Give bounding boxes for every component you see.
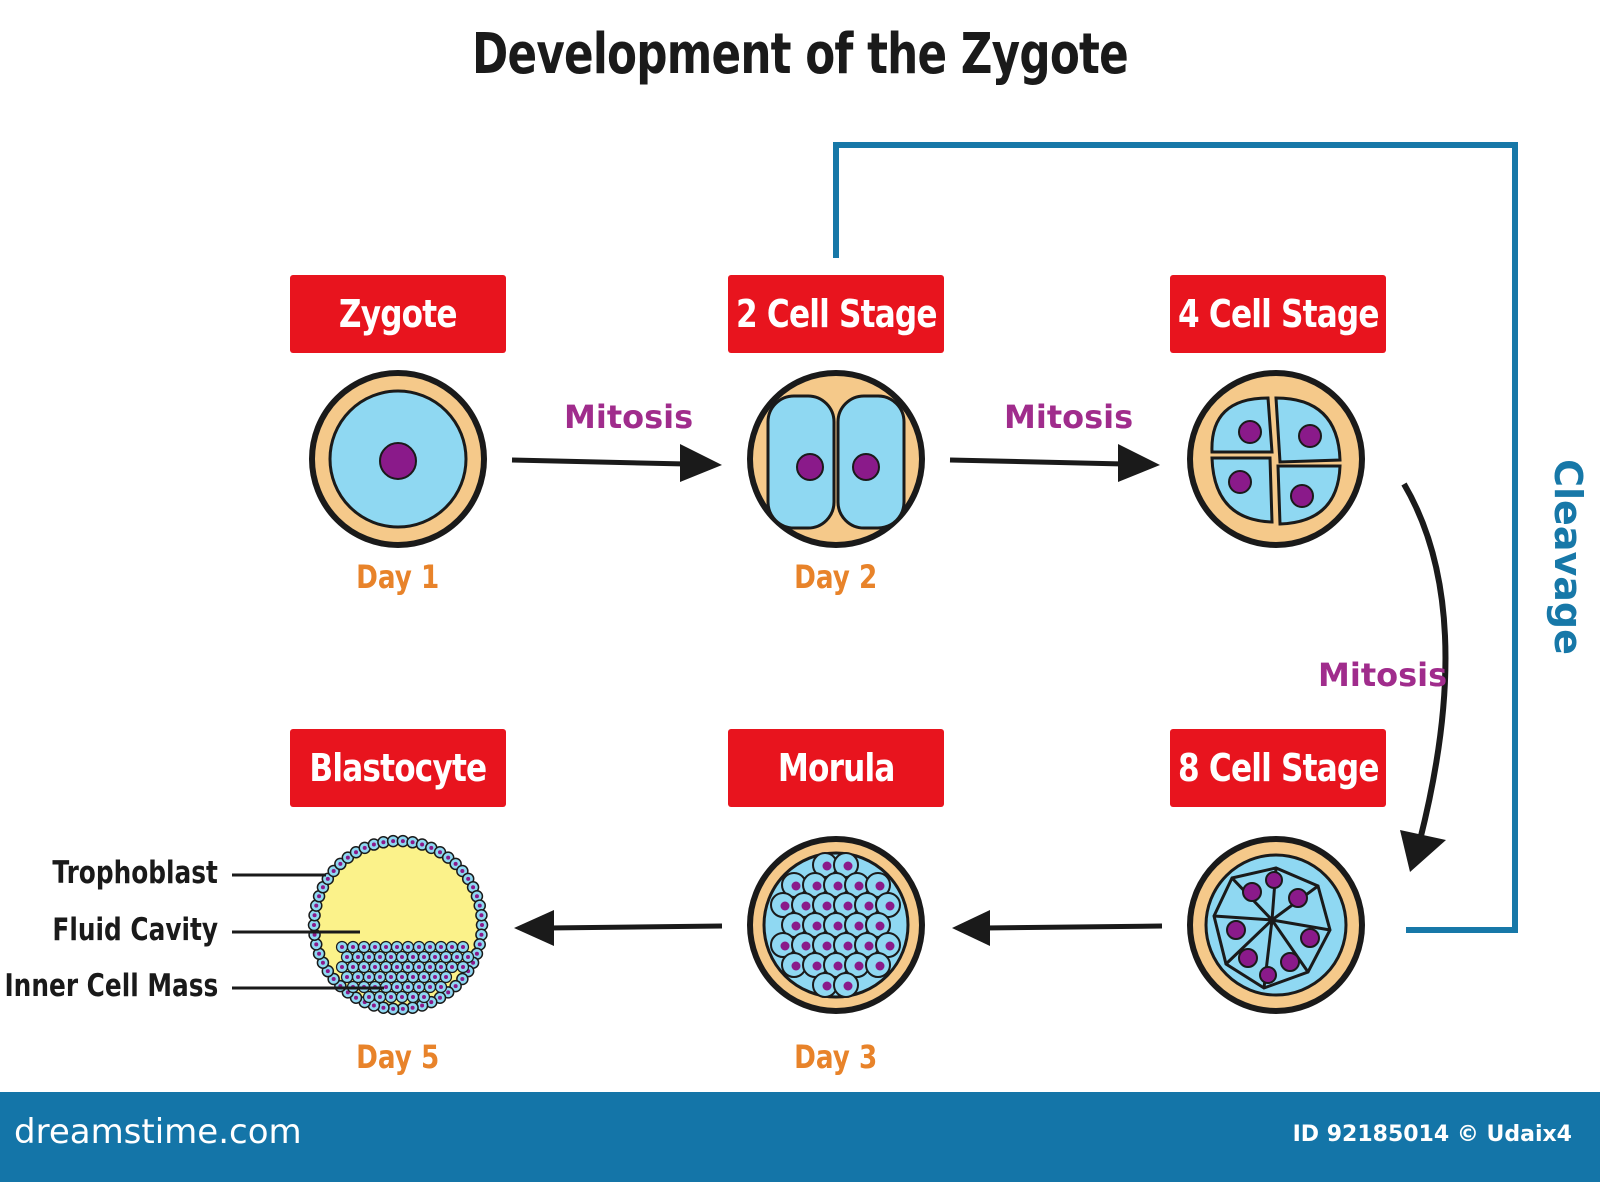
morula-nucleus [833,881,843,891]
morula-nucleus [864,901,874,911]
morula-nucleus [843,981,853,991]
morula-nucleus [843,861,853,871]
morula-nucleus [801,901,811,911]
stage-label-blastocyte: Blastocyte [290,729,506,807]
arrow-morula-to-blastocyte [514,910,723,946]
morula-nucleus [801,941,811,951]
morula-nucleus [854,961,864,971]
footer-bar: dreamstime.com ID 92185014 © Udaix4 [0,1092,1600,1182]
morula-embryo [747,836,925,1014]
four-cell-embryo [1187,370,1365,548]
trophoblast-label: Trophoblast [52,855,218,891]
morula-nucleus [780,941,790,951]
morula-nucleus [875,961,885,971]
mitosis-label-2: Mitosis [1004,398,1134,436]
morula-nucleus [864,941,874,951]
stage-label-four-cell: 4 Cell Stage [1170,275,1386,353]
arrow-four-cell-to-eight-cell [1400,482,1449,872]
day-label-zygote: Day 1 [356,558,440,596]
fluid-cavity-label: Fluid Cavity [52,912,218,948]
arrow-two-cell-to-four-cell [949,444,1160,482]
morula-nucleus [791,881,801,891]
two-cell-embryo [747,370,925,548]
morula-nucleus [812,881,822,891]
morula-nucleus [812,921,822,931]
morula-nucleus [833,921,843,931]
stage-label-eight-cell: 8 Cell Stage [1170,729,1386,807]
morula-nucleus [843,941,853,951]
morula-nucleus [791,921,801,931]
blastocyte-embryo [307,834,489,1016]
morula-nucleus [885,901,895,911]
morula-nucleus [833,961,843,971]
morula-nucleus [822,901,832,911]
morula-nucleus [854,921,864,931]
morula-nucleus [875,921,885,931]
arrow-eight-cell-to-morula [952,910,1163,946]
zygote-cell [309,370,487,548]
stage-label-zygote: Zygote [290,275,506,353]
day-label-two-cell: Day 2 [794,558,878,596]
morula-nucleus [780,901,790,911]
inner-cell-mass-label: Inner Cell Mass [4,968,218,1004]
morula-nucleus [854,881,864,891]
morula-nucleus [822,941,832,951]
morula-nucleus [885,941,895,951]
footer-brand[interactable]: dreamstime.com [14,1112,302,1152]
stage-label-morula: Morula [728,729,944,807]
morula-nucleus [822,861,832,871]
cleavage-bracket [833,142,1518,933]
mitosis-label-3: Mitosis [1318,656,1448,694]
day-label-blastocyte: Day 5 [356,1038,440,1076]
arrow-zygote-to-two-cell [511,444,722,482]
mitosis-label-1: Mitosis [564,398,694,436]
morula-nucleus [812,961,822,971]
cleavage-label: Cleavage [1546,459,1590,655]
morula-nucleus [875,881,885,891]
morula-nucleus [843,901,853,911]
day-label-morula: Day 3 [794,1038,878,1076]
diagram-title: Development of the Zygote [471,22,1129,87]
morula-nucleus [822,981,832,991]
stage-label-two-cell: 2 Cell Stage [728,275,944,353]
eight-cell-embryo [1187,836,1365,1014]
footer-credit: ID 92185014 © Udaix4 [1292,1122,1572,1147]
morula-nucleus [791,961,801,971]
